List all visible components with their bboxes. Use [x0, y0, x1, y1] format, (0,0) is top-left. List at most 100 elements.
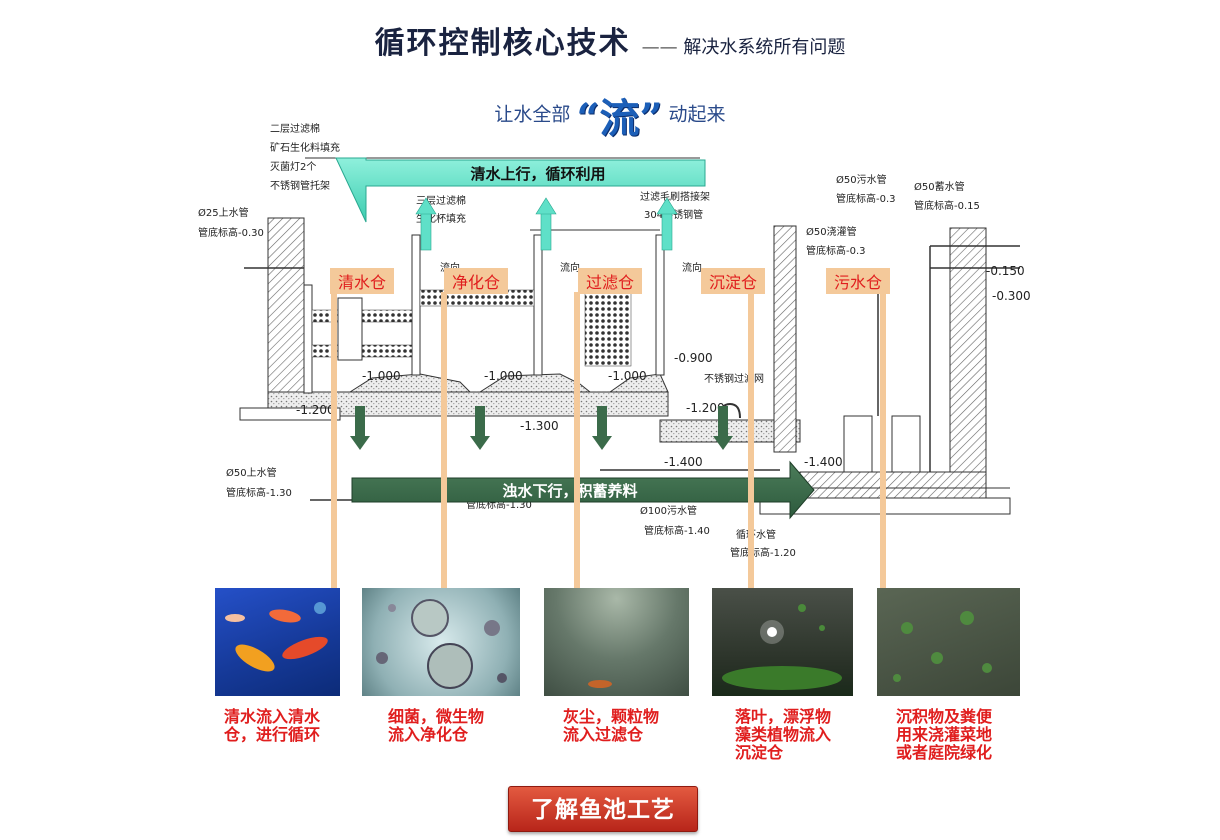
wall-filter-right [655, 234, 665, 376]
photo-koi [215, 588, 340, 696]
annot-l14a: -1.000 [362, 369, 401, 383]
sediment-icon [893, 611, 992, 682]
learn-pond-process-button[interactable]: 了解鱼池工艺 [508, 786, 698, 832]
photo-sediment [877, 588, 1020, 696]
bacteria-icon [376, 599, 507, 689]
chamber-label-settle: 沉淀仓 [709, 273, 757, 292]
chamber-label-filter: 过滤仓 [586, 273, 634, 292]
sump-floor [659, 419, 801, 443]
right-floor [799, 471, 987, 499]
main-title: 循环控制核心技术 [374, 26, 631, 61]
subtitle-text: 解决水系统所有问题 [683, 37, 846, 58]
annot-l17b: -1.400 [804, 455, 843, 469]
annot-l24: Ø50污水管 [836, 173, 887, 186]
mound-2 [478, 373, 592, 393]
annot-l30: -0.300 [992, 289, 1031, 303]
pump-1 [843, 415, 873, 473]
annot-l13b: 流向 [560, 261, 580, 274]
annot-l13c: 流向 [682, 261, 702, 274]
chamber-label-sewage: 污水仓 [834, 273, 882, 292]
caption-purify: 细菌，微生物 流入净化仓 [388, 708, 528, 744]
annot-l16: -1.300 [520, 419, 559, 433]
right-wall [949, 227, 987, 499]
annot-l8: 管底标高-1.30 [226, 486, 292, 499]
annot-l17a: -1.400 [664, 455, 703, 469]
wall-purify-left [411, 234, 421, 376]
chamber-label-clear: 清水仓 [338, 273, 386, 292]
subtitle: —— 解决水系统所有问题 [642, 37, 846, 58]
annot-l7: Ø50上水管 [226, 466, 277, 479]
bottom-flow-arrow [351, 460, 815, 520]
koi-fish-icon [225, 602, 328, 672]
caption-clear-line-2: 仓，进行循环 [224, 725, 321, 744]
annot-l1: 二层过滤棉 [270, 122, 320, 135]
settle-wall [773, 225, 797, 453]
chamber-label-bg-1 [330, 268, 394, 294]
annot-l25b: 管底标高-0.3 [806, 244, 866, 257]
slogan: 让水全部 “流” 动起来 [0, 86, 1220, 144]
annot-l2: 矿石生化料填充 [270, 141, 340, 154]
slogan-prefix: 让水全部 [494, 103, 571, 126]
photo-dust [544, 588, 689, 696]
pump-2 [891, 415, 921, 473]
pond-section-diagram: 二层过滤棉 矿石生化料填充 灭菌灯2个 不锈钢管托架 Ø25上水管 管底标高-0… [198, 122, 1031, 590]
slogan-highlight: “流” [576, 95, 663, 142]
caption-clear-line-1: 清水流入清水 [224, 707, 321, 726]
annot-l27: Ø50蓄水管 [914, 180, 965, 193]
chamber-label-bg-5 [826, 268, 890, 294]
annot-l25: 管底标高-0.3 [836, 192, 896, 205]
chamber-label-purify: 净化仓 [452, 273, 500, 292]
top-flow-arrow [335, 157, 706, 223]
up-arrows [415, 197, 678, 251]
fish-icon [588, 680, 612, 688]
annot-l21: 管底标高-1.40 [644, 524, 710, 537]
caption-filter-line-2: 流入过滤仓 [563, 725, 644, 744]
annot-l5: Ø25上水管 [198, 206, 249, 219]
chamber-label-bg-2 [444, 268, 508, 294]
caption-sewage-line-2: 用来浇灌菜地 [896, 725, 993, 744]
down-arrows [350, 406, 733, 450]
annot-l6: 管底标高-0.30 [198, 226, 264, 239]
caption-sewage-line-3: 或者庭院绿化 [896, 743, 993, 762]
floating-leaves-icon [722, 604, 842, 690]
left-base [239, 407, 341, 421]
annot-l18: -0.900 [674, 351, 713, 365]
caption-sewage: 沉积物及粪便 用来浇灌菜地 或者庭院绿化 [896, 708, 1036, 762]
caption-settle-line-3: 沉淀仓 [735, 743, 784, 762]
caption-clear: 清水流入清水 仓，进行循环 [224, 708, 364, 744]
chamber-label-bg-4 [701, 268, 765, 294]
wall-clear [303, 284, 313, 394]
annot-l15a: -1.200 [296, 403, 335, 417]
left-wall [267, 217, 305, 409]
photo-bacteria [362, 588, 520, 696]
annot-l19: 不锈钢过滤网 [704, 372, 764, 385]
annot-l14b: -1.000 [484, 369, 523, 383]
annot-l20: Ø100污水管 [640, 504, 697, 517]
guide-lines [331, 292, 886, 590]
subtitle-dash: —— [641, 37, 678, 58]
annot-l28: 管底标高-0.15 [914, 199, 980, 212]
caption-settle-line-2: 藻类植物流入 [735, 725, 832, 744]
caption-settle-line-1: 落叶，漂浮物 [735, 707, 832, 726]
wall-filter-left [533, 234, 543, 376]
annot-l3: 灭菌灯2个 [270, 161, 316, 173]
mound-1 [348, 373, 472, 393]
annot-l29: -0.150 [986, 264, 1025, 278]
bottom-flow-label: 浊水下行，积蓄养料 [502, 482, 637, 500]
caption-settle: 落叶，漂浮物 藻类植物流入 沉淀仓 [735, 708, 875, 762]
caption-sewage-line-1: 沉积物及粪便 [896, 707, 993, 726]
annot-l11: 过滤毛刷搭接架 [640, 190, 710, 203]
slogan-suffix: 动起来 [668, 103, 726, 126]
annot-l14c: -1.000 [608, 369, 647, 383]
title-row: 循环控制核心技术 —— 解决水系统所有问题 [0, 18, 1220, 62]
chamber-labels: 清水仓 净化仓 过滤仓 沉淀仓 污水仓 [330, 268, 890, 294]
photo-leaves [712, 588, 853, 696]
annot-l26: Ø50浇灌管 [806, 225, 857, 238]
chamber-label-bg-3 [578, 268, 642, 294]
annot-l22: 循环水管 [736, 528, 776, 541]
annot-l23: 管底标高-1.20 [730, 546, 796, 559]
media-block [584, 289, 632, 367]
top-flow-label: 清水上行，循环利用 [470, 165, 605, 183]
caption-purify-line-1: 细菌，微生物 [388, 707, 485, 726]
annot-l15b: -1.200 [686, 401, 725, 415]
